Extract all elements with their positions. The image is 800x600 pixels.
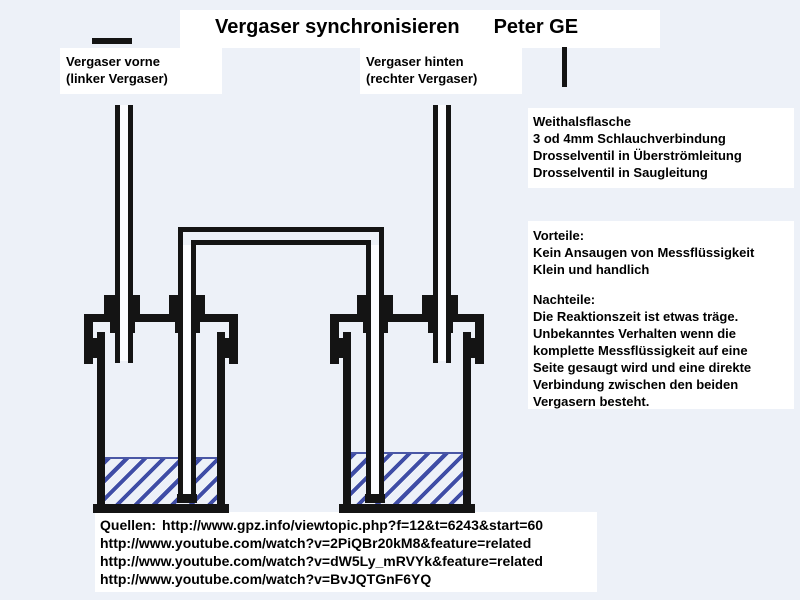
disadvantage-item: Unbekanntes Verhalten wenn die — [533, 326, 736, 341]
setup-note-line: Drosselventil in Überströmleitung — [533, 148, 742, 163]
disadvantages-list: Nachteile: Die Reaktionszeit ist etwas t… — [533, 291, 751, 410]
disadvantage-item: Vergasern besteht. — [533, 394, 650, 409]
sketch-dash-mark — [92, 38, 132, 44]
left-bottle-bottom — [93, 504, 229, 513]
rear-carb-hose-bore — [438, 105, 446, 361]
setup-notes: Weithalsflasche 3 od 4mm Schlauchverbind… — [533, 113, 742, 181]
title-box — [180, 10, 660, 48]
rear-carb-hose-wall-right — [446, 105, 451, 363]
overflow-tube-right-wall-inner — [366, 240, 371, 500]
sources-box — [95, 512, 597, 592]
front-label-box — [60, 48, 222, 94]
left-bottle-wall-left — [97, 332, 105, 512]
right-bottle-wall-right — [463, 332, 471, 512]
right-bottle-cap-bar — [330, 314, 484, 322]
overflow-tube-left-bore — [183, 245, 191, 498]
disadvantage-item: Die Reaktionszeit ist etwas träge. — [533, 309, 739, 324]
source-url: http://www.youtube.com/watch?v=BvJQTGnF6… — [100, 571, 432, 587]
left-bottle-cap-skirt-left — [84, 314, 93, 364]
disadvantages-heading: Nachteile: — [533, 292, 596, 307]
source-url: http://www.youtube.com/watch?v=dW5Ly_mRV… — [100, 553, 543, 569]
setup-note-line: Weithalsflasche — [533, 114, 632, 129]
left-bottle-liquid — [105, 457, 217, 507]
left-bottle-cap-bar — [84, 314, 238, 322]
overflow-tube-top-outer — [178, 227, 384, 232]
sketch-line-mark — [562, 47, 567, 87]
left-bottle-wall-right — [217, 332, 225, 512]
rear-label-box — [360, 48, 522, 94]
overflow-tube-left-tip — [177, 494, 197, 503]
setup-note-line: 3 od 4mm Schlauchverbindung — [533, 131, 726, 146]
disadvantage-item: komplette Messflüssigkeit auf eine — [533, 343, 748, 358]
front-carb-label: Vergaser vorne (linker Vergaser) — [66, 53, 168, 87]
title-author: Peter GE — [493, 16, 579, 38]
advantage-item: Klein und handlich — [533, 262, 650, 277]
overflow-tube-top-inner — [191, 240, 371, 245]
left-bottle-cap-skirt-right — [229, 314, 238, 364]
front-carb-hose-wall-right — [128, 105, 133, 363]
right-bottle-wall-left — [343, 332, 351, 512]
right-bottle-bottom — [339, 504, 475, 513]
advantages-heading: Vorteile: — [533, 228, 585, 243]
sources-label: Quellen: — [100, 517, 157, 533]
rear-carb-label: Vergaser hinten (rechter Vergaser) — [366, 53, 477, 87]
rear-carb-label-line1: Vergaser hinten — [366, 54, 464, 69]
advantages-box — [528, 221, 794, 285]
title-text: Vergaser synchronisieren — [215, 16, 460, 38]
source-url: http://www.gpz.info/viewtopic.php?f=12&t… — [162, 517, 544, 533]
setup-notes-box — [528, 108, 794, 188]
overflow-tube-right-bore — [371, 245, 379, 498]
source-url: http://www.youtube.com/watch?v=2PiQBr20k… — [100, 535, 532, 551]
advantage-item: Kein Ansaugen von Messflüssigkeit — [533, 245, 755, 260]
page-title: Vergaser synchronisieren Peter GE — [215, 16, 578, 39]
disadvantage-item: Verbindung zwischen den beiden — [533, 377, 739, 392]
front-carb-label-line2: (linker Vergaser) — [66, 71, 168, 86]
front-carb-label-line1: Vergaser vorne — [66, 54, 160, 69]
overflow-tube-left-wall-outer — [178, 227, 183, 500]
sources-list: Quellen: http://www.gpz.info/viewtopic.ph… — [100, 516, 543, 588]
disadvantages-box — [528, 285, 794, 409]
rear-carb-label-line2: (rechter Vergaser) — [366, 71, 478, 86]
right-bottle-cap-skirt-right — [475, 314, 484, 364]
front-carb-hose-bore — [120, 105, 128, 361]
overflow-tube-left-wall-inner — [191, 240, 196, 500]
overflow-tube-right-tip — [365, 494, 385, 503]
overflow-tube-right-wall-outer — [379, 227, 384, 500]
source-line: Quellen: http://www.gpz.info/viewtopic.ph… — [100, 516, 543, 534]
right-bottle-cap-skirt-left — [330, 314, 339, 364]
front-carb-hose-wall-left — [115, 105, 120, 363]
setup-note-line: Drosselventil in Saugleitung — [533, 165, 708, 180]
advantages-list: Vorteile: Kein Ansaugen von Messflüssigk… — [533, 227, 754, 278]
disadvantage-item: Seite gesaugt wird und eine direkte — [533, 360, 752, 375]
rear-carb-hose-wall-left — [433, 105, 438, 363]
